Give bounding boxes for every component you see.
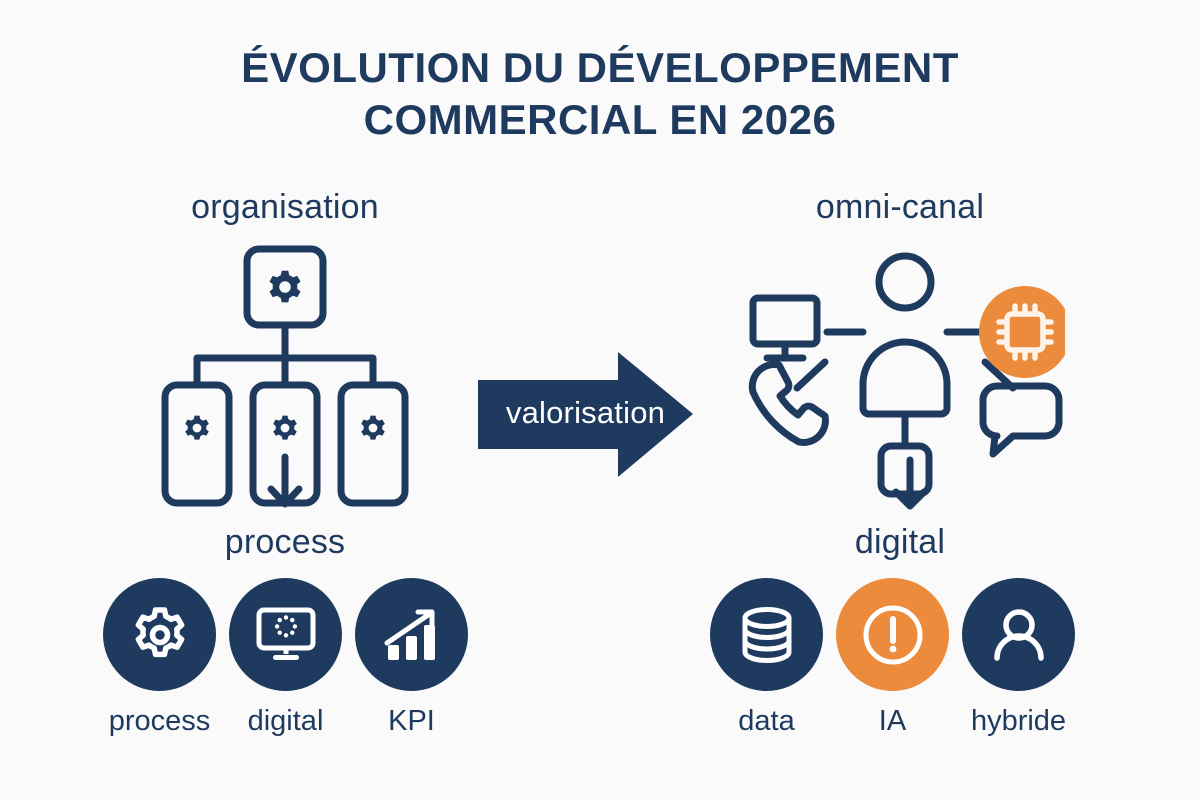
section-heading-organisation: organisation — [191, 188, 379, 226]
alert-circle-icon — [863, 605, 922, 664]
gear-icon — [185, 415, 209, 440]
icon-cell-process[interactable]: process — [103, 578, 216, 738]
org-top-node — [243, 245, 327, 329]
gear-icon — [269, 270, 301, 303]
valorisation-label: valorisation — [505, 395, 666, 430]
phone-icon — [748, 361, 829, 446]
icon-caption: digital — [247, 705, 324, 737]
section-heading-digital: digital — [854, 523, 946, 561]
section-heading-omni-canal: omni-canal — [815, 188, 985, 226]
icon-caption: IA — [878, 705, 907, 737]
ia-badge[interactable] — [836, 578, 949, 691]
omni-flow-arrow — [892, 456, 928, 510]
gear-icon — [135, 606, 184, 657]
data-badge[interactable] — [710, 578, 823, 691]
page-title: ÉVOLUTION DU DÉVELOPPEMENT COMMERCIAL EN… — [0, 42, 1200, 146]
icon-cell-ia[interactable]: IA — [836, 578, 949, 738]
chat-bubble-icon — [979, 382, 1063, 458]
gear-icon — [273, 415, 297, 440]
icon-cell-hybride[interactable]: hybride — [962, 578, 1075, 738]
bar-chart-growth-icon — [384, 609, 435, 660]
monitor-icon — [749, 294, 821, 362]
process-badge[interactable] — [103, 578, 216, 691]
chip-badge — [979, 286, 1065, 378]
person-icon — [859, 252, 951, 418]
title-line-1: ÉVOLUTION DU DÉVELOPPEMENT — [241, 44, 959, 91]
icon-caption: hybride — [970, 705, 1067, 737]
icon-caption: process — [108, 705, 211, 737]
kpi-badge[interactable] — [355, 578, 468, 691]
section-heading-process: process — [224, 523, 346, 561]
omni-channel-diagram — [748, 252, 1065, 498]
right-icon-row: data IA hybride — [710, 578, 1075, 738]
monitor-loading-icon — [256, 607, 315, 660]
digital-badge[interactable] — [229, 578, 342, 691]
chip-icon — [996, 303, 1054, 361]
arrow-down-icon — [892, 456, 928, 510]
icon-caption: data — [738, 705, 795, 737]
icon-cell-digital[interactable]: digital — [229, 578, 342, 738]
hybride-badge[interactable] — [962, 578, 1075, 691]
user-avatar-icon — [993, 608, 1044, 661]
gear-icon — [361, 415, 385, 440]
org-connector-bus — [193, 354, 377, 389]
icon-cell-data[interactable]: data — [710, 578, 823, 738]
icon-cell-kpi[interactable]: KPI — [355, 578, 468, 738]
org-child-node-2 — [249, 381, 321, 507]
icon-caption: KPI — [388, 705, 435, 737]
org-child-node-3 — [337, 381, 409, 507]
arrow-down-icon — [267, 453, 303, 508]
org-child-node-1 — [161, 381, 233, 507]
title-line-2: COMMERCIAL EN 2026 — [363, 96, 837, 143]
org-chart-diagram — [161, 245, 409, 508]
left-icon-row: process — [103, 578, 468, 738]
hub-connectors — [793, 328, 1017, 450]
square-icon — [877, 442, 933, 498]
database-icon — [742, 606, 791, 663]
